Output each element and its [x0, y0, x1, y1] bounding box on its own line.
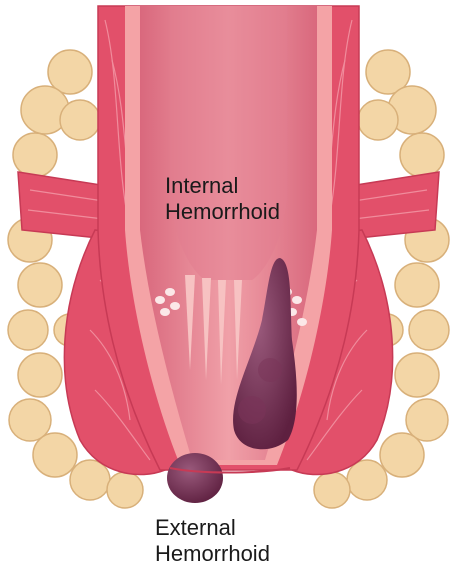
external-hemorrhoid-label: External Hemorrhoid	[155, 515, 270, 567]
internal-label-line-2: Hemorrhoid	[165, 199, 280, 225]
internal-label-line-1: Internal	[165, 173, 280, 199]
external-label-line-1: External	[155, 515, 270, 541]
external-label-line-2: Hemorrhoid	[155, 541, 270, 567]
internal-hemorrhoid-label: Internal Hemorrhoid	[165, 173, 280, 225]
external-hemorrhoid-shape	[167, 453, 223, 503]
